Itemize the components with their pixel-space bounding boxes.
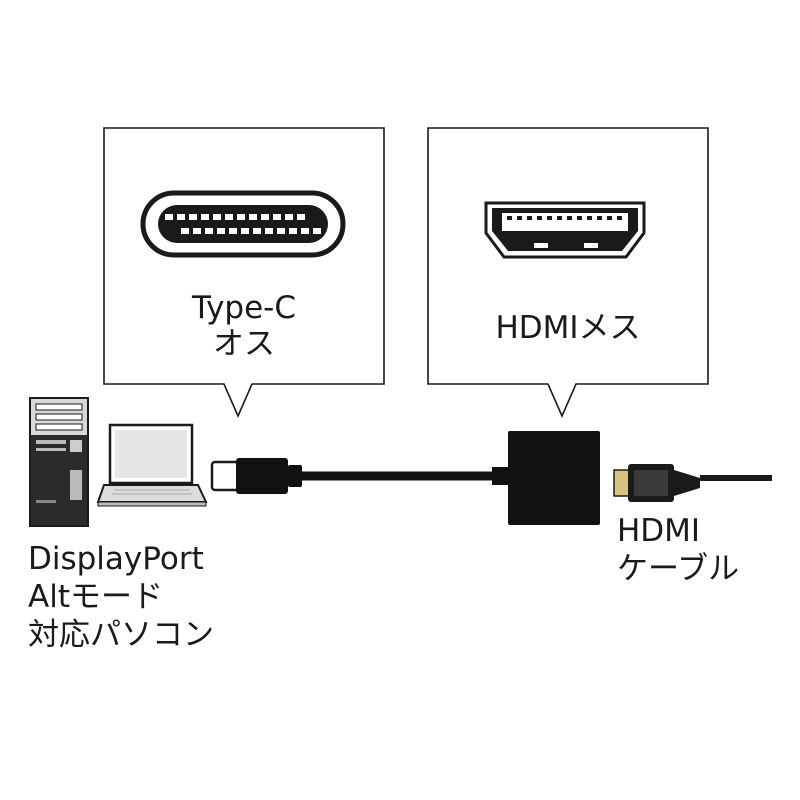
hdmi-adapter-icon xyxy=(492,431,600,525)
hdmi-port-icon xyxy=(484,201,646,259)
desktop-tower-icon xyxy=(29,397,89,527)
pc-label-line3: 対応パソコン xyxy=(28,617,214,653)
usb-c-plug-icon xyxy=(210,458,302,494)
hdmi-cable-plug-icon xyxy=(613,464,772,502)
hdmi-female-label-line1: HDMIメス xyxy=(495,310,641,346)
hdmi-female-label: HDMIメス xyxy=(428,310,708,346)
pc-label-line2: Altモード xyxy=(28,579,163,615)
laptop-icon xyxy=(96,423,208,507)
typec-label-line1: Type-C xyxy=(191,290,297,326)
pc-label: DisplayPort Altモード 対応パソコン xyxy=(28,540,214,654)
hdmi-cable-label: HDMI ケーブル xyxy=(617,512,739,588)
hdmi-cable-label-line2: ケーブル xyxy=(617,551,740,587)
pc-label-line1: DisplayPort xyxy=(28,541,204,577)
typec-label-line2: オス xyxy=(213,326,275,362)
usb-type-c-port-icon xyxy=(140,190,346,258)
typec-callout-box xyxy=(103,127,385,418)
hdmi-cable-label-line1: HDMI xyxy=(617,513,701,549)
hdmi-callout-box xyxy=(427,127,709,418)
typec-label: Type-C オス xyxy=(104,290,384,362)
